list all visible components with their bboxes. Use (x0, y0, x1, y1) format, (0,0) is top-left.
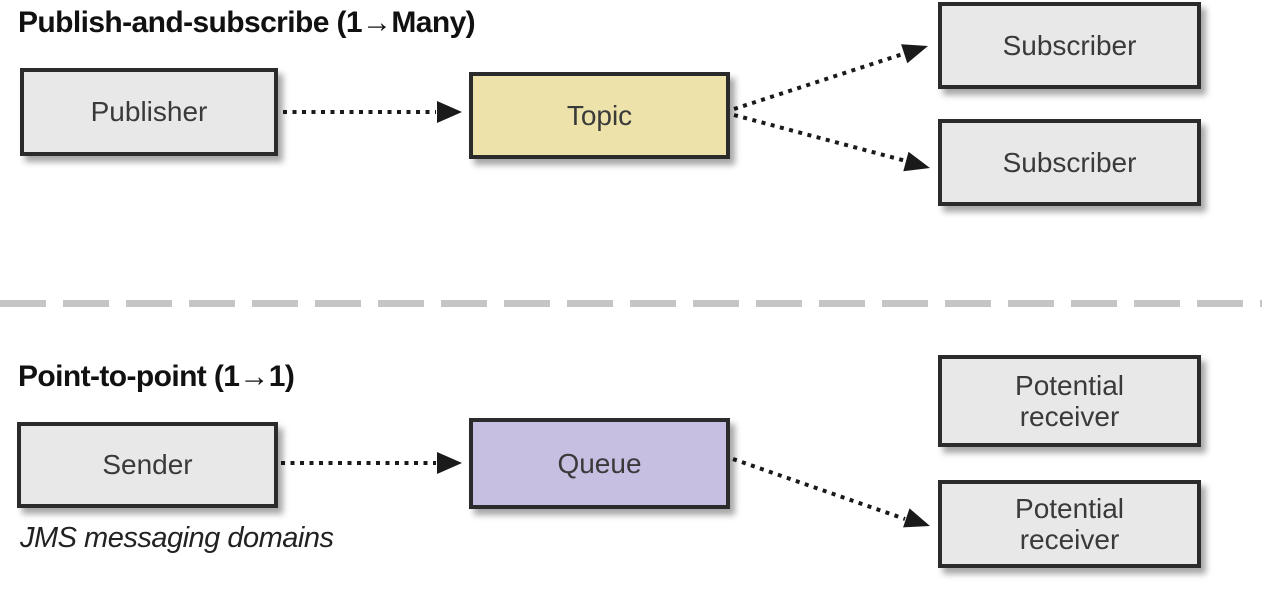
potential-receiver1-node: Potential receiver (938, 355, 1201, 447)
publisher-node: Publisher (20, 68, 278, 156)
pubsub-section-title: Publish-and-subscribe (1→Many) (18, 6, 476, 39)
subscriber1-label: Subscriber (1002, 29, 1137, 61)
sender-label: Sender (102, 449, 193, 481)
sender-to-queue-arrow (281, 452, 462, 474)
figure-caption: JMS messaging domains (20, 522, 334, 554)
p2p-section-title: Point-to-point (1→1) (18, 360, 295, 393)
sender-node: Sender (17, 422, 278, 508)
publisher-label: Publisher (90, 96, 208, 128)
topic-to-subscriber1-arrow (733, 44, 928, 111)
queue-to-receiver2-arrow (732, 457, 930, 528)
section-divider (0, 300, 1262, 307)
topic-node: Topic (469, 72, 730, 159)
topic-label: Topic (566, 99, 633, 131)
publisher-to-topic-arrow (283, 101, 462, 123)
queue-node: Queue (469, 418, 730, 509)
potential-receiver2-node: Potential receiver (938, 480, 1201, 568)
topic-to-subscriber2-arrow (733, 113, 930, 172)
subscriber2-node: Subscriber (938, 119, 1201, 206)
potential-receiver1-label: Potential receiver (1015, 369, 1124, 432)
queue-label: Queue (557, 447, 642, 479)
potential-receiver2-label: Potential receiver (1015, 492, 1124, 555)
subscriber1-node: Subscriber (938, 2, 1201, 89)
subscriber2-label: Subscriber (1002, 146, 1137, 178)
